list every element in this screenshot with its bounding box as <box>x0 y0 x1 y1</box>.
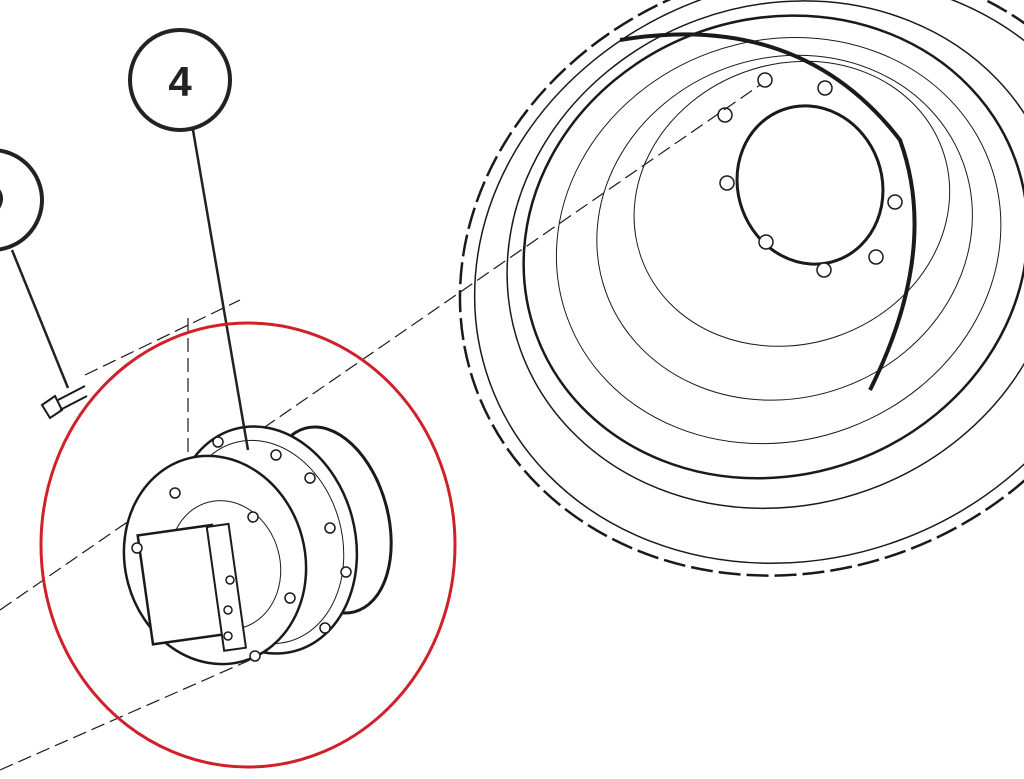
wheel-hub <box>735 104 885 266</box>
wheel-tire <box>458 0 1024 577</box>
callout-partial <box>0 148 70 389</box>
highlight-circle <box>39 321 457 769</box>
callout-4: 4 <box>128 28 250 451</box>
wheel-bolt-holes <box>717 72 903 278</box>
bolt <box>40 385 88 420</box>
drive-motor <box>122 425 393 666</box>
callout-4-label: 4 <box>168 58 192 105</box>
assembly-centerlines <box>0 84 761 771</box>
